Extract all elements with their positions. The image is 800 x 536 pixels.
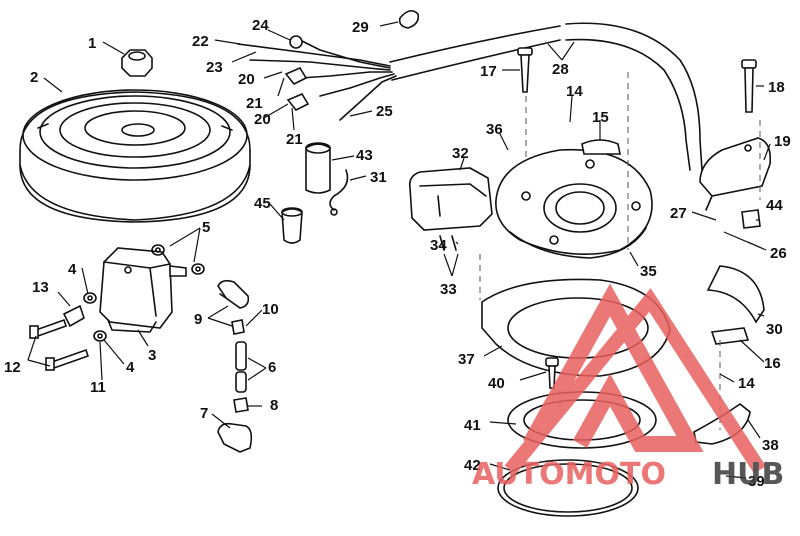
spark-plug-lead-sleeves [235,341,247,393]
spark-plug-terminal-lower [233,397,249,413]
spark-plug-boot-lower [217,422,253,453]
callout-5: 5 [202,219,210,236]
callout-20-upper: 20 [238,71,255,88]
callout-4-upper: 4 [68,261,77,278]
callout-13: 13 [32,279,49,296]
charge-coil-part [408,167,493,251]
callout-29: 29 [352,19,369,36]
power-pack-part [699,137,772,211]
callout-41: 41 [464,417,481,434]
callout-37: 37 [458,351,475,368]
callout-18: 18 [768,79,785,96]
coil-mounting-screws [29,304,90,371]
callout-21-lower: 21 [286,131,303,148]
callout-23: 23 [206,59,223,76]
callout-8: 8 [270,397,278,414]
callout-10: 10 [262,301,279,318]
spark-plug-terminal-upper [231,319,245,335]
flywheel-nut-part [121,49,153,77]
lead-31-part [329,169,349,216]
callout-15: 15 [592,109,609,126]
callout-21-upper: 21 [246,95,263,112]
screw-40-part [545,357,559,389]
callout-45: 45 [254,195,271,212]
callout-leader-lines [27,21,771,479]
callout-20-lower: 20 [254,111,271,128]
callout-40: 40 [488,375,505,392]
callout-33: 33 [440,281,457,298]
harness-clamp-part [398,10,420,29]
screw-17-part [517,47,533,93]
automotohub-watermark: AUTOMOTO HUB [472,283,784,492]
wiring-harness [237,22,703,171]
washer-part [83,244,205,342]
callout-31: 31 [370,169,387,186]
callout-22: 22 [192,33,209,50]
callout-25: 25 [376,103,393,120]
ignition-coil-part [99,247,187,333]
callout-27: 27 [670,205,687,222]
callout-42: 42 [464,457,481,474]
watermark-triangle-logo-outer [504,288,766,475]
retainer-clip-part [581,139,621,155]
assembly-guide-lines [479,72,761,430]
screw-long-part [741,59,757,113]
callout-12: 12 [4,359,21,376]
callout-16: 16 [764,355,781,372]
watermark-text-hub: HUB [712,457,784,492]
terminal-45-part [281,207,303,244]
spark-plug-boot-upper [217,279,250,309]
rectifier-43-part [305,142,331,194]
callout-1: 1 [88,35,96,52]
magnet-arc-30-part [706,265,765,324]
callout-36: 36 [486,121,503,138]
spacer-part [741,209,761,229]
callout-28: 28 [552,61,569,78]
callout-14-upper: 14 [566,83,583,100]
flywheel-part [19,89,251,223]
callout-6: 6 [268,359,276,376]
callout-43: 43 [356,147,373,164]
callout-4-lower: 4 [126,359,135,376]
callout-24: 24 [252,17,269,34]
callout-3: 3 [148,347,156,364]
callout-38: 38 [762,437,779,454]
watermark-triangle-logo [523,283,704,452]
callout-7: 7 [200,405,208,422]
callout-9: 9 [194,311,202,328]
callout-labels: 1 2 3 4 4 5 6 7 8 9 10 11 12 13 14 14 15… [4,17,791,490]
clip-16-part [710,327,750,345]
callout-35: 35 [640,263,657,280]
callout-26: 26 [770,245,787,262]
callout-44: 44 [766,197,783,214]
callout-14-lower: 14 [738,375,755,392]
watermark-text-automoto: AUTOMOTO [472,457,666,492]
callout-19: 19 [774,133,791,150]
ring-42-part [497,459,639,517]
callout-2: 2 [30,69,38,86]
callout-32: 32 [452,145,469,162]
timer-base-plate [495,148,653,259]
callout-11: 11 [90,379,106,396]
callout-30: 30 [766,321,783,338]
callout-39: 39 [748,473,765,490]
callout-17: 17 [480,63,497,80]
callout-34: 34 [430,237,447,254]
